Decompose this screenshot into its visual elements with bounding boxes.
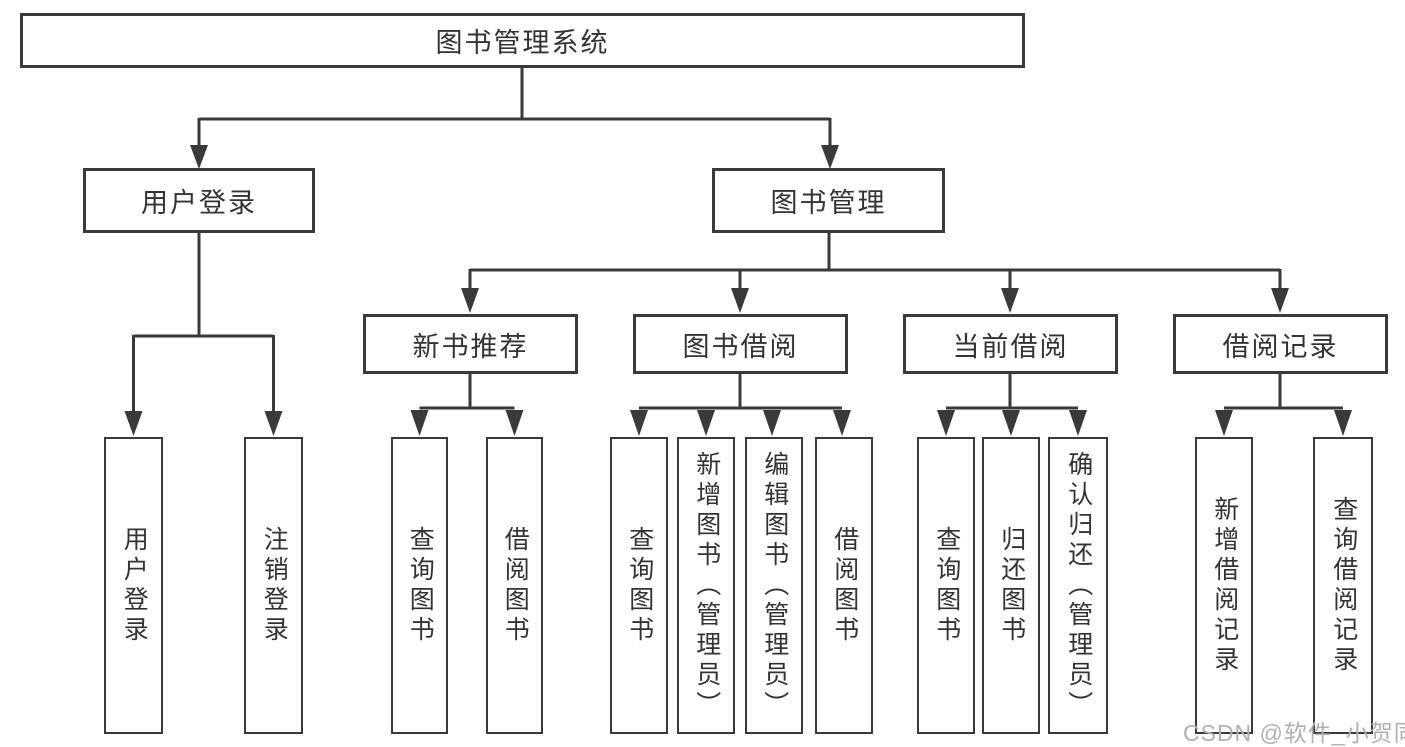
node-library-system: 图书管理系统	[20, 13, 1025, 68]
node-borrowing-records: 借阅记录	[1173, 314, 1388, 374]
leaf-add-book-admin: 新增图书（管理员）	[677, 437, 735, 734]
leaf-add-borrow-record: 新增借阅记录	[1195, 437, 1253, 734]
leaf-query-books-recommend: 查询图书	[391, 437, 448, 734]
leaf-borrow-books-borrow: 借阅图书	[815, 437, 873, 734]
leaf-query-borrow-record: 查询借阅记录	[1313, 437, 1373, 734]
watermark: CSDN @软件_小贺同学	[1183, 720, 1405, 746]
leaf-query-books-borrow: 查询图书	[610, 437, 668, 734]
node-book-management: 图书管理	[712, 168, 945, 233]
leaf-edit-book-admin: 编辑图书（管理员）	[745, 437, 803, 734]
leaf-confirm-return-admin: 确认归还（管理员）	[1048, 437, 1108, 734]
leaf-query-books-current: 查询图书	[917, 437, 975, 734]
leaf-user-login: 用户登录	[104, 437, 163, 734]
node-current-borrowing: 当前借阅	[903, 314, 1118, 374]
node-new-book-recommendation: 新书推荐	[363, 314, 578, 374]
leaf-return-books: 归还图书	[982, 437, 1040, 734]
leaf-logout: 注销登录	[244, 437, 303, 734]
node-book-borrowing: 图书借阅	[633, 314, 848, 374]
node-user-login: 用户登录	[83, 168, 315, 233]
leaf-borrow-books-recommend: 借阅图书	[486, 437, 543, 734]
